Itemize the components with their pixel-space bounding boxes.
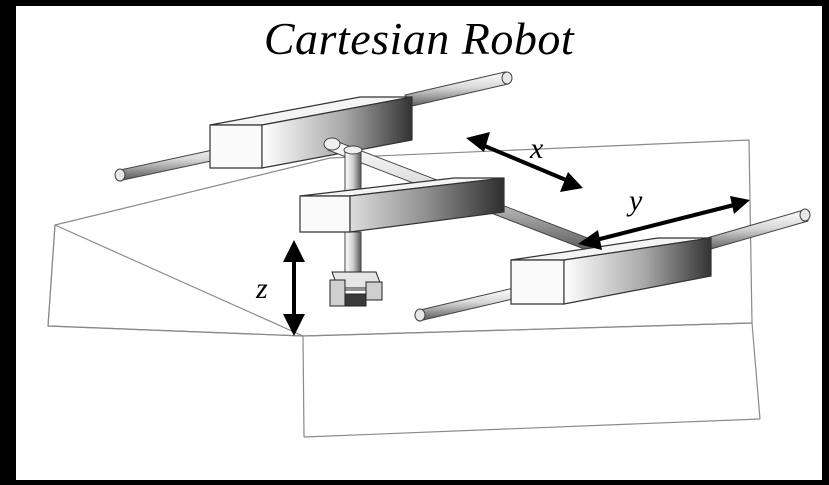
gripper — [329, 271, 383, 307]
middle-carriage — [299, 177, 505, 233]
base-box — [47, 139, 761, 438]
y-axis-arrow — [578, 196, 750, 250]
z-axis-label: z — [255, 272, 268, 305]
z-column — [343, 145, 363, 273]
z-axis-arrow — [283, 240, 305, 336]
x-axis-arrow — [466, 132, 583, 192]
front-rail — [414, 208, 811, 322]
x-axis-label: x — [529, 132, 544, 165]
front-carriage — [510, 237, 712, 305]
diagram-title: Cartesian Robot — [263, 13, 575, 64]
back-carriage — [209, 96, 413, 169]
y-axis-label: y — [626, 184, 643, 217]
